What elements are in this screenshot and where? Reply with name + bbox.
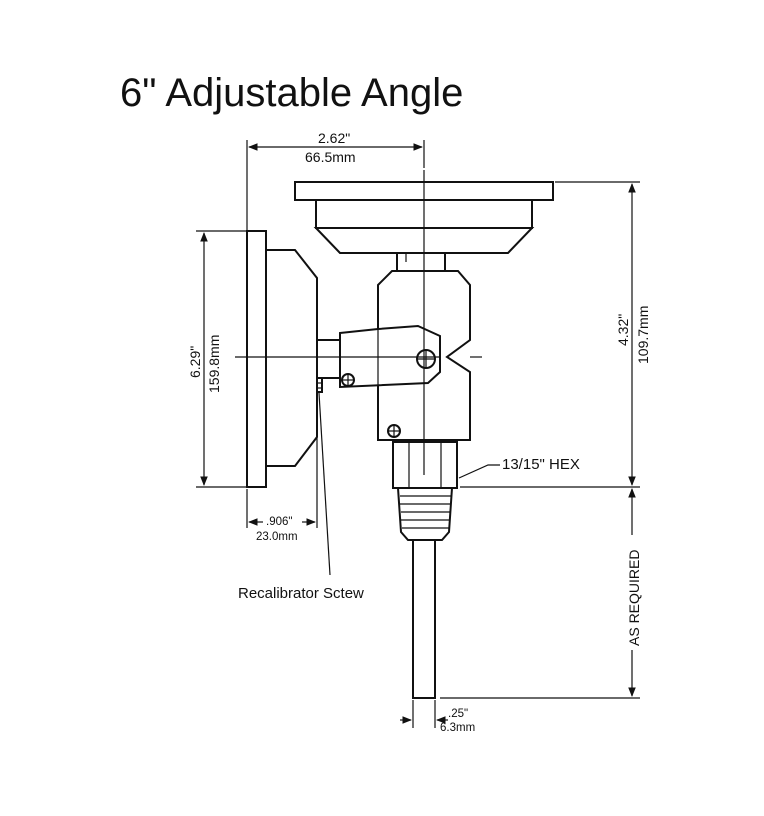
dim-stem-dia: .25" 6.3mm — [400, 700, 475, 734]
overall-height-in: 4.32" — [615, 314, 631, 346]
center-lines — [235, 170, 482, 475]
angle-body — [315, 270, 471, 441]
dim-case-depth: .906" 23.0mm — [246, 438, 318, 543]
dial-width-in: 2.62" — [318, 130, 350, 146]
dim-dial-width: 2.62" 66.5mm — [246, 130, 425, 230]
recalibrator-callout: Recalibrator Sctew — [238, 392, 364, 602]
face-height-mm: 159.8mm — [206, 335, 222, 393]
as-required-label: AS REQUIRED — [626, 550, 642, 646]
case-depth-mm: 23.0mm — [256, 531, 298, 543]
hex-callout: 13/15" HEX — [458, 456, 580, 479]
stem-dia-mm: 6.3mm — [440, 722, 475, 734]
page-title: 6" Adjustable Angle — [120, 71, 463, 115]
side-dial — [246, 230, 318, 488]
stem — [412, 539, 436, 699]
hex-label: 13/15" HEX — [502, 456, 580, 473]
stem-dia-in: .25" — [448, 708, 468, 720]
dial-width-mm: 66.5mm — [305, 149, 356, 165]
hex-fitting — [392, 441, 458, 541]
dim-as-required: AS REQUIRED — [440, 488, 642, 699]
recalibrator-label: Recalibrator Sctew — [238, 585, 364, 602]
face-height-in: 6.29" — [187, 346, 203, 378]
dim-face-height: 6.29" 159.8mm — [187, 230, 246, 488]
dim-overall-height: 4.32" 109.7mm — [460, 181, 651, 488]
case-depth-in: .906" — [266, 516, 292, 528]
overall-height-mm: 109.7mm — [635, 306, 651, 364]
